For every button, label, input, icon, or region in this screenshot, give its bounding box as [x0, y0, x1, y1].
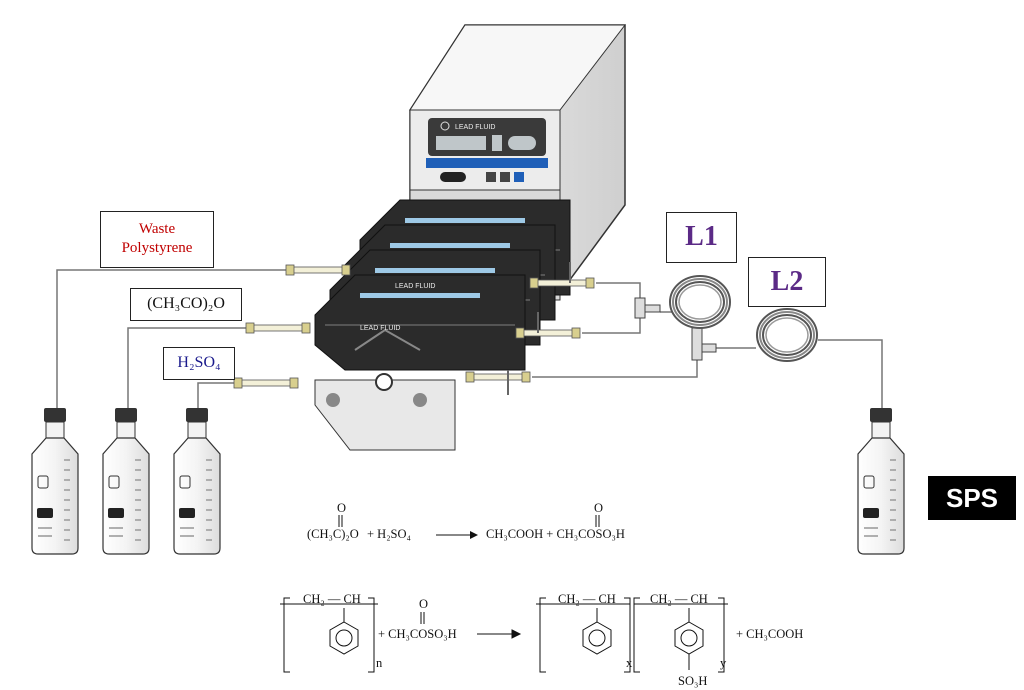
waste-polystyrene-label: Waste Polystyrene [100, 211, 214, 268]
coil-icon-l2 [756, 308, 818, 362]
loop-2-label: L2 [748, 257, 826, 307]
sulfuric-acid-label: H₂SO₄ [163, 347, 235, 380]
r2-chain-label-x: CH₂ — CH [558, 592, 616, 606]
bottle-icon-anhydride [102, 407, 150, 555]
inlet-fitting-2 [245, 322, 311, 334]
bottle-icon-sps [857, 407, 905, 555]
r1-product-oxygen: O [594, 501, 603, 515]
r1-reactant: (CH₃C)₂O [307, 527, 359, 541]
r1-oxygen: O [337, 501, 346, 515]
reaction-1: (CH₃C)₂O O + H₂SO₄ CH₃COOH + CH₃COSO₃H O [307, 501, 625, 541]
r2-chain-label: CH₂ — CH [303, 592, 361, 606]
acetic-anhydride-label: (CH₃CO)₂O [130, 288, 242, 321]
waste-line-1: Waste [138, 221, 176, 237]
waste-line-2: Polystyrene [121, 240, 193, 256]
tubing [56, 269, 883, 412]
t-connector-icon-2 [691, 327, 717, 361]
r2-subscript-y: y [720, 656, 727, 670]
pump-head-stack: LEAD FLUID LEAD FLUID [314, 199, 571, 451]
outlet-fitting-3 [465, 371, 531, 383]
r2-reagent: + CH₃COSO₃H [378, 627, 457, 641]
r1-products: CH₃COOH + CH₃COSO₃H [486, 527, 625, 541]
bottle-icon-h2so4 [173, 407, 221, 555]
inlet-fitting-3 [233, 377, 299, 389]
sps-product-label: SPS [928, 476, 1016, 520]
t-connector-icon [634, 297, 661, 319]
bottle-icon-waste-ps [31, 407, 79, 555]
r2-sulfonate: SO₃H [678, 674, 707, 688]
coil-icon-l1 [669, 275, 731, 329]
r1-plus-h2so4: + H₂SO₄ [367, 527, 411, 541]
loop-1-label: L1 [666, 212, 737, 263]
r2-chain-label-y: CH₂ — CH [650, 592, 708, 606]
r2-subscript-n: n [376, 656, 383, 670]
r2-subscript-x: x [626, 656, 633, 670]
reaction-2 [280, 597, 728, 673]
pump-head-brand-2: LEAD FLUID [360, 325, 400, 332]
pump-brand: LEAD FLUID [455, 124, 495, 131]
pump-head-brand: LEAD FLUID [395, 283, 435, 290]
r2-byproduct: + CH₃COOH [736, 627, 803, 641]
inlet-fitting-1 [285, 264, 351, 276]
r2-reagent-oxygen: O [419, 597, 428, 611]
